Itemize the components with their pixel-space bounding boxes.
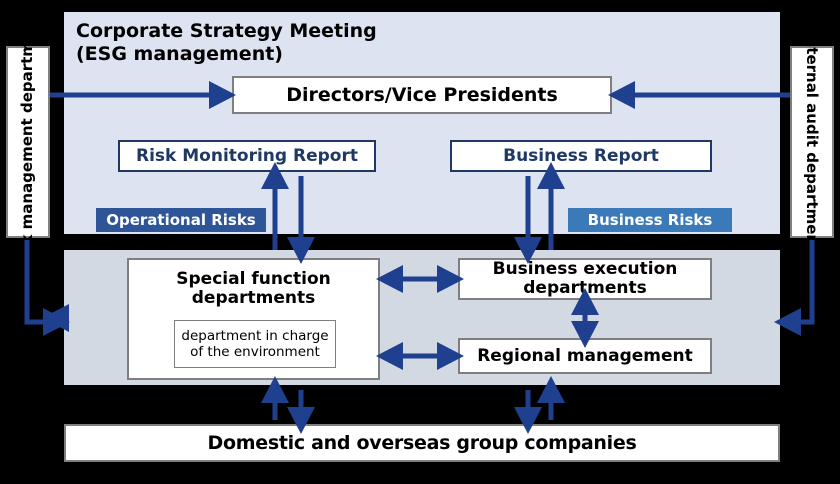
regional-management-box[interactable]: Regional management	[458, 338, 712, 374]
business-execution-departments-box[interactable]: Business execution departments	[458, 258, 712, 300]
group-companies-box[interactable]: Domestic and overseas group companies	[64, 424, 780, 462]
directors-box[interactable]: Directors/Vice Presidents	[232, 76, 612, 114]
risk-management-department-label[interactable]: Risk management department	[6, 13, 50, 271]
internal-audit-department-label[interactable]: Internal audit department	[790, 31, 834, 253]
environment-department-box[interactable]: department in charge of the environment	[174, 320, 336, 368]
business-report-box[interactable]: Business Report	[450, 140, 712, 172]
operational-risks-badge: Operational Risks	[96, 208, 266, 232]
panel-title: Corporate Strategy Meeting(ESG managemen…	[76, 20, 377, 66]
arrow-audit-dept-elbow	[773, 240, 815, 336]
special-function-departments-box[interactable]: Special function departments department …	[127, 258, 380, 380]
corporate-strategy-panel	[64, 12, 780, 234]
special-function-title: Special function departments	[176, 269, 331, 309]
risk-monitoring-report-box[interactable]: Risk Monitoring Report	[118, 140, 376, 172]
business-risks-badge: Business Risks	[568, 208, 732, 232]
